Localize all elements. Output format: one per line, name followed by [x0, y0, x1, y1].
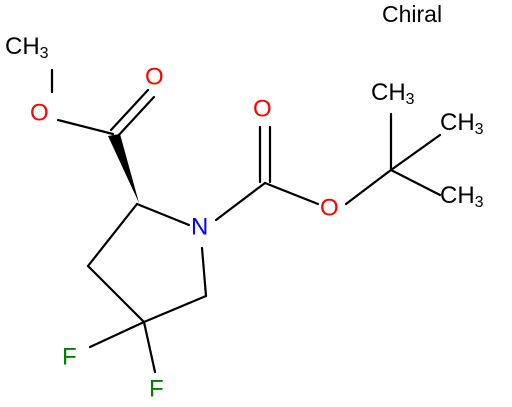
- bond-c2-n: [135, 202, 191, 227]
- bonds: [50, 68, 442, 374]
- bond-c3-c4: [86, 264, 146, 324]
- bond-o-ester-carbon: [56, 118, 115, 136]
- tbutyl-methyl-top-label: CH3: [371, 79, 415, 108]
- bond-c4-c5: [142, 294, 208, 324]
- bond-quaternary-c-ch3-bottom: [389, 168, 442, 197]
- bond-o-quaternary-c: [344, 168, 393, 206]
- carbamate-oxygen-single-label: O: [320, 194, 339, 221]
- carbamate-oxygen-double-label: O: [253, 95, 272, 122]
- bond-c4-f-bottom: [142, 320, 157, 374]
- ring-nitrogen-label: N: [191, 213, 208, 240]
- tbutyl-methyl-bottom-label: CH3: [440, 182, 484, 211]
- bond-carbamate-c-o-single: [263, 181, 320, 206]
- bond-c5-n: [200, 246, 208, 298]
- bond-n-carbamate-c: [214, 181, 267, 222]
- methyl-ester-carbon-label: CH3: [5, 33, 49, 62]
- tbutyl-methyl-right-label: CH3: [440, 109, 484, 138]
- chiral-flag-label: Chiral: [382, 1, 442, 27]
- ester-oxygen-single-label: O: [30, 99, 49, 126]
- bond-c4-f-left: [88, 320, 146, 349]
- bond-ester-c-o-double-b: [115, 95, 156, 139]
- fluorine-bottom-label: F: [149, 375, 164, 402]
- atom-labels: CH3 O O N O O CH3 CH3 CH3 F F: [5, 33, 484, 402]
- fluorine-left-label: F: [62, 343, 77, 370]
- bond-quaternary-c-ch3-right: [389, 133, 442, 172]
- stereo-wedge-bond: [108, 134, 139, 203]
- bond-c2-c3: [86, 202, 139, 268]
- ester-oxygen-double-label: O: [145, 63, 164, 90]
- bond-ester-c-o-double-a: [109, 88, 150, 132]
